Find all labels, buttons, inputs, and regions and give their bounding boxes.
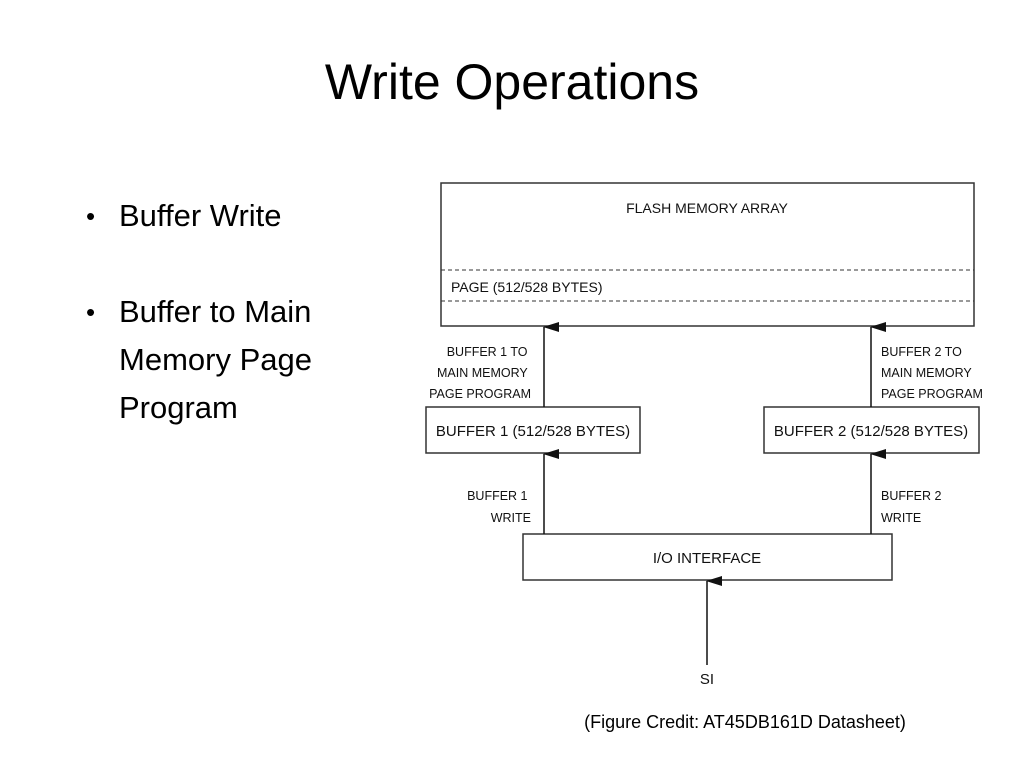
buffer1-label: BUFFER 1 (512/528 BYTES) bbox=[436, 423, 630, 440]
buffer2-write-line: WRITE bbox=[881, 511, 921, 525]
bullet-item: • Buffer Write bbox=[86, 192, 386, 240]
buffer1-to-main-line: BUFFER 1 TO bbox=[447, 345, 528, 359]
buffer2-to-main-line: BUFFER 2 TO bbox=[881, 345, 962, 359]
slide-title: Write Operations bbox=[324, 54, 700, 110]
flash-memory-array-label: FLASH MEMORY ARRAY bbox=[626, 200, 788, 216]
buffer1-write-line: BUFFER 1 bbox=[467, 489, 527, 503]
si-label: SI bbox=[700, 671, 714, 688]
buffer1-write-line: WRITE bbox=[491, 511, 531, 525]
buffer2-write-line: BUFFER 2 bbox=[881, 489, 941, 503]
buffer1-box bbox=[425, 406, 641, 454]
bullet-dot-icon: • bbox=[86, 201, 96, 231]
flash-memory-array-box bbox=[440, 182, 975, 327]
buffer2-write-label: BUFFER 2 WRITE bbox=[881, 489, 945, 525]
bullet-text: Buffer Write bbox=[119, 198, 282, 233]
io-interface-label: I/O INTERFACE bbox=[653, 550, 761, 567]
bullet-text: Buffer to Main bbox=[119, 294, 312, 329]
bullet-list: • Buffer Write • Buffer to Main Memory P… bbox=[86, 192, 386, 480]
buffer2-to-main-label: BUFFER 2 TO MAIN MEMORY PAGE PROGRAM bbox=[881, 345, 983, 401]
bullet-text: Program bbox=[119, 390, 238, 425]
figure-credit: (Figure Credit: AT45DB161D Datasheet) bbox=[584, 712, 906, 732]
buffer1-to-main-line: PAGE PROGRAM bbox=[429, 387, 531, 401]
buffer2-to-main-line: PAGE PROGRAM bbox=[881, 387, 983, 401]
buffer2-to-main-line: MAIN MEMORY bbox=[881, 366, 972, 380]
io-interface-box bbox=[522, 533, 893, 581]
bullet-text: Memory Page bbox=[119, 342, 312, 377]
bullet-dot-icon: • bbox=[86, 297, 96, 327]
page-label: PAGE (512/528 BYTES) bbox=[451, 279, 602, 295]
buffer1-write-label: BUFFER 1 WRITE bbox=[467, 489, 531, 525]
buffer1-to-main-label: BUFFER 1 TO MAIN MEMORY PAGE PROGRAM bbox=[429, 345, 531, 401]
bullet-item: • Buffer to Main Memory Page Program bbox=[86, 288, 386, 432]
buffer1-to-main-line: MAIN MEMORY bbox=[437, 366, 528, 380]
buffer2-box bbox=[763, 406, 980, 454]
buffer2-label: BUFFER 2 (512/528 BYTES) bbox=[774, 423, 968, 440]
